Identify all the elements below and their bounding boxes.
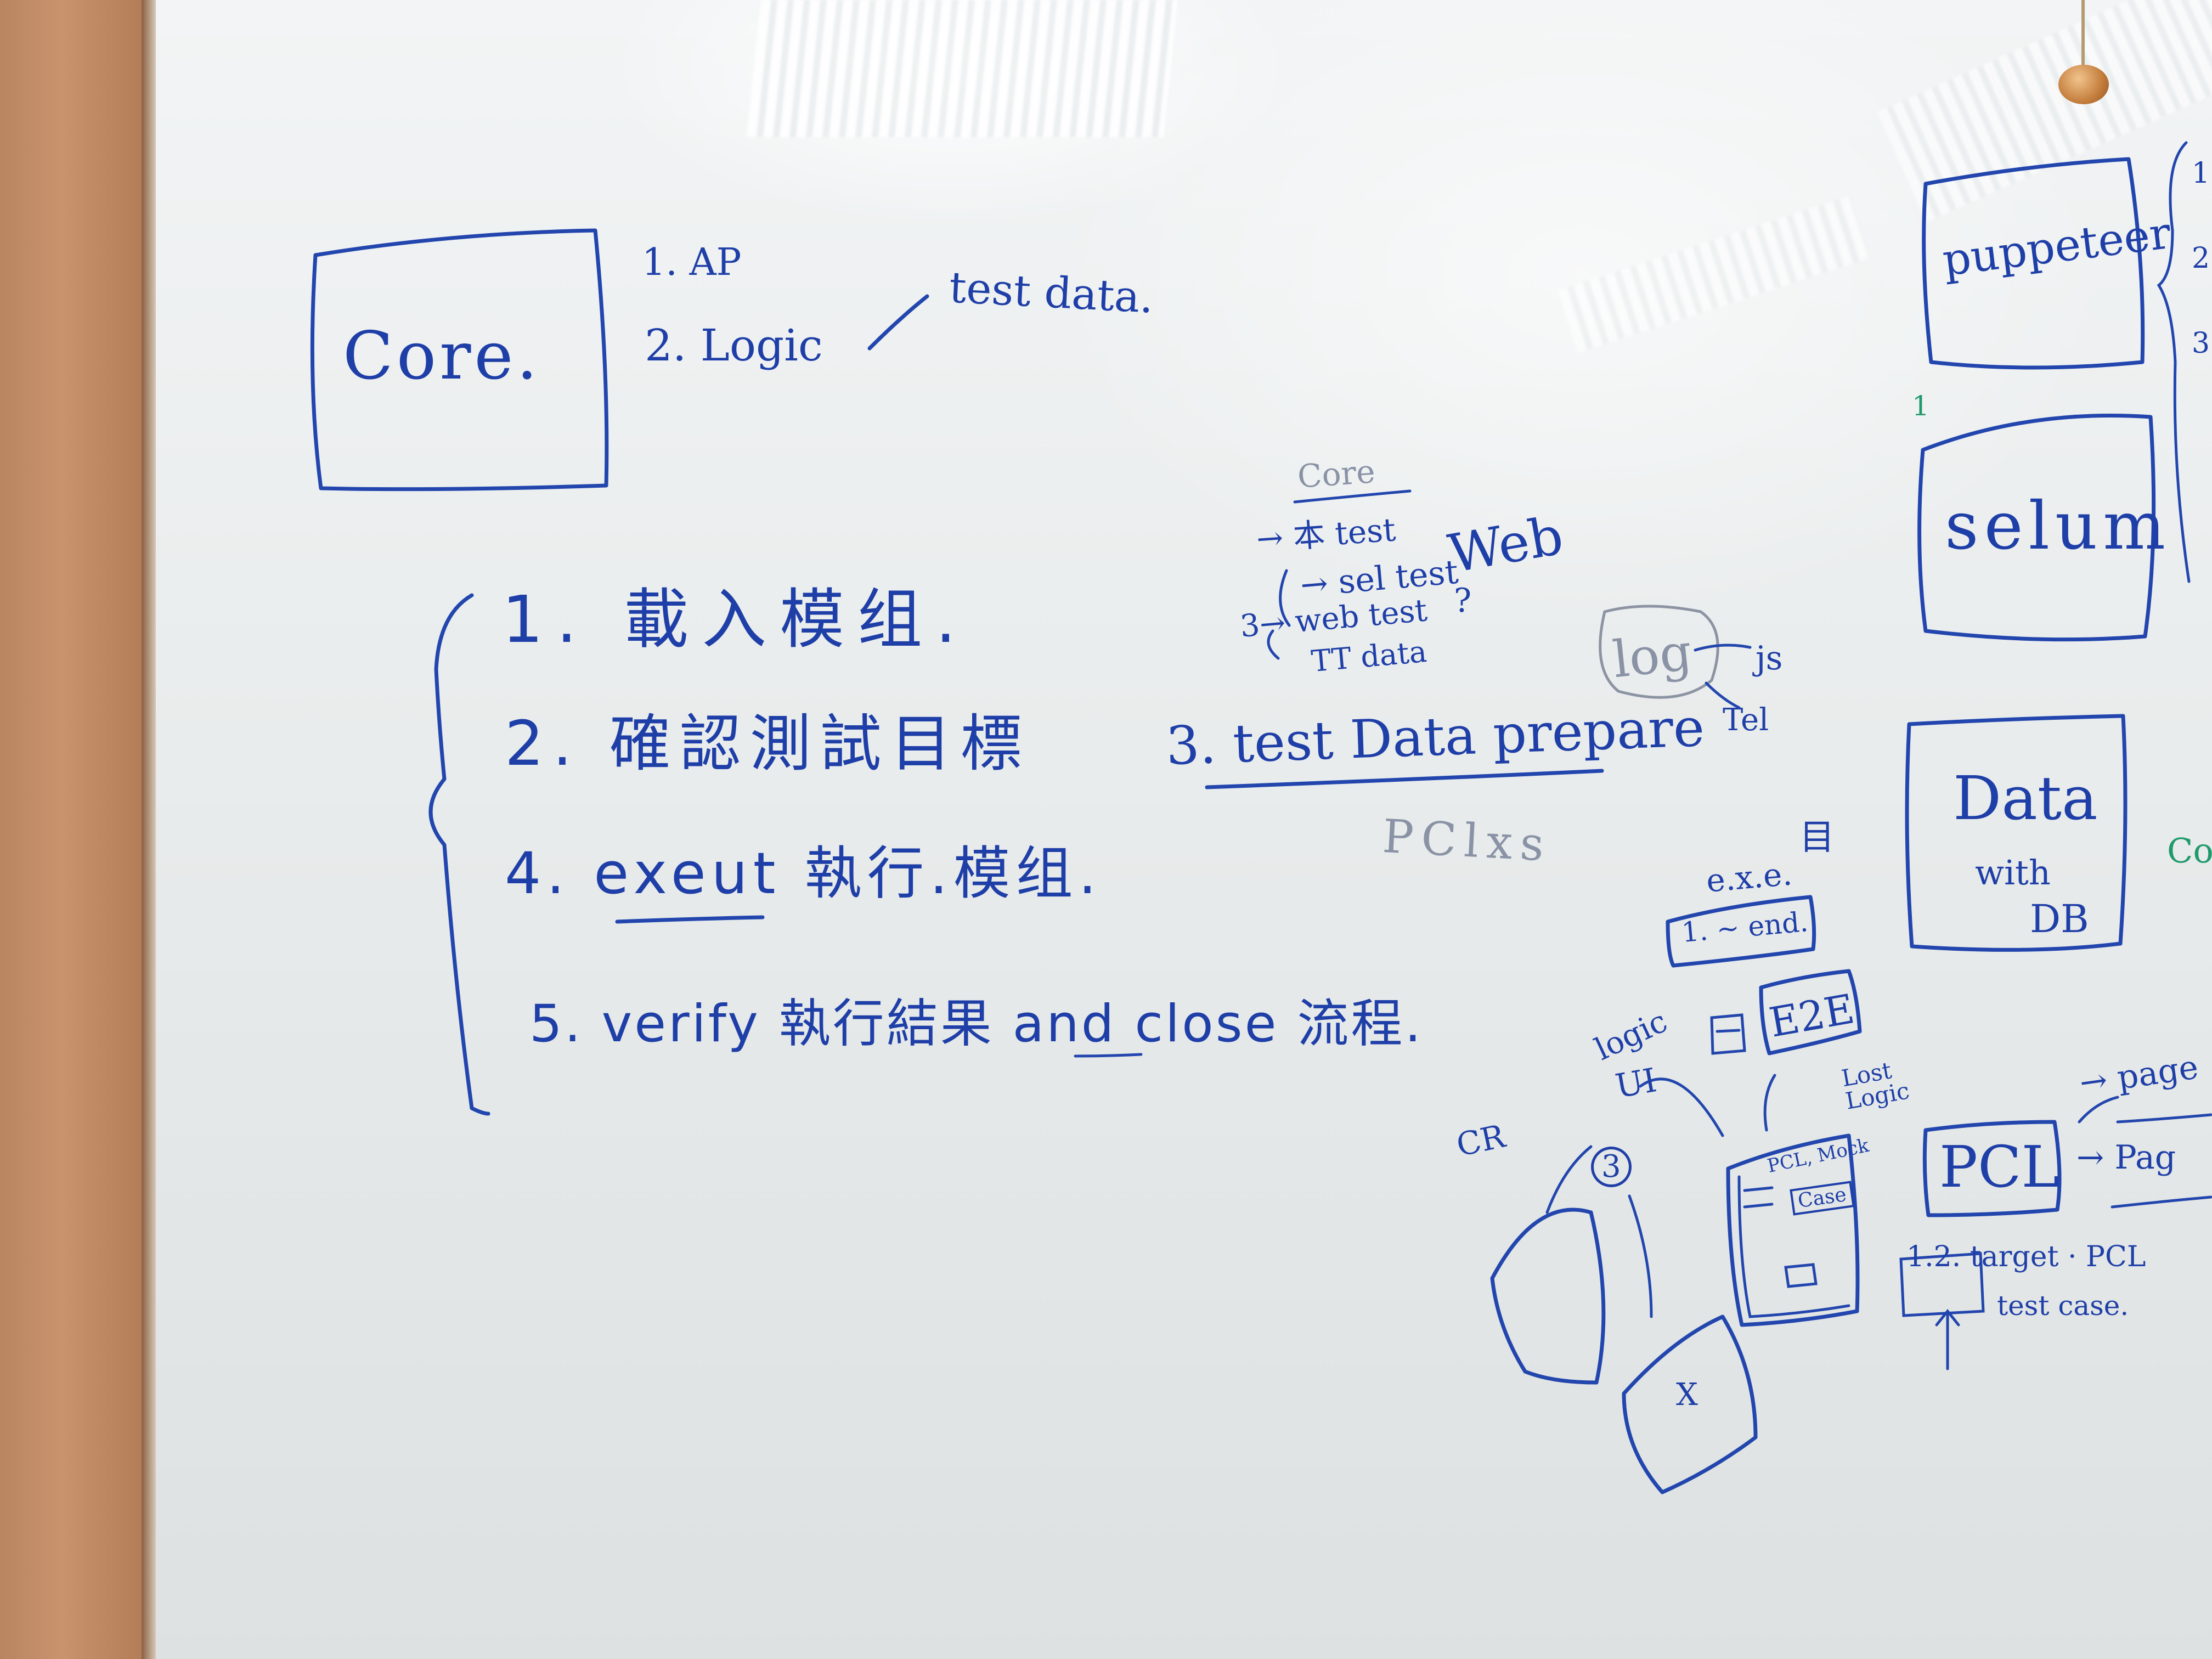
selum-box-outline [1917, 414, 2156, 642]
note-log-tel: Tel [1723, 702, 1769, 738]
steps-brace [428, 593, 490, 1116]
whiteboard [156, 0, 2212, 1659]
target-arrow-up [1935, 1308, 1960, 1370]
page-underline [2116, 1113, 2212, 1124]
core-box-outline [310, 228, 609, 492]
exeut-underline [615, 915, 765, 924]
core-title: Core. [343, 318, 541, 394]
e2e-box-outline [1759, 969, 1862, 1056]
core-branch-test-data: test data. [947, 263, 1155, 323]
target-note: 1.2. target · PCL [1906, 1240, 2146, 1273]
green-mark: 1 [1912, 390, 1929, 422]
e2e-arrow [1763, 1074, 1776, 1132]
pcl-frame-inner [1737, 1175, 1850, 1318]
target-box-outline [1899, 1252, 1985, 1317]
board-frame-edge [142, 0, 156, 1659]
box-selum: selum [1945, 488, 2171, 565]
ui-note: UI [1612, 1061, 1660, 1106]
x-square-outline [1622, 1314, 1758, 1494]
step3-circle: 3 [1591, 1147, 1632, 1187]
edge-digit-1: 1 [2192, 157, 2210, 190]
note-list-1: → 本 test [1255, 511, 1397, 558]
cr-note: CR [1453, 1117, 1509, 1164]
page-note-2: → Pag [2076, 1138, 2176, 1177]
magnet-string [2081, 0, 2085, 66]
edge-digit-3: 3 [2192, 327, 2210, 360]
core-item-ap: 1. AP [642, 241, 742, 284]
test-case-note: test case. [1997, 1290, 2129, 1322]
puppeteer-box-outline [1922, 157, 2145, 370]
pcl-arrow-up [2078, 1096, 2119, 1124]
x-mark: X [1676, 1377, 1698, 1413]
diamond-shape [1490, 1207, 1606, 1385]
note-pclxs: PClxs [1381, 809, 1553, 872]
edge-digit-2: 2 [2192, 242, 2210, 275]
box-data-title: Data [1953, 763, 2098, 833]
magnet [2058, 65, 2109, 104]
box-data-with: with [1975, 853, 2051, 893]
pcl-box-outline [1922, 1120, 2062, 1217]
note-log: log [1610, 622, 1695, 690]
exe-icon-char: 目 [1799, 817, 1835, 858]
step-5: 5. verify 執行結果 and close 流程. [529, 994, 1424, 1054]
core-item-logic: 2. Logic [645, 320, 823, 371]
exe-label: e.x.e. [1705, 855, 1794, 900]
step-4: 4. exeut 執行.模组. [505, 840, 1102, 907]
step3-arrow [1628, 1194, 1653, 1318]
pcl-frame-outline [1726, 1133, 1860, 1327]
lost-logic-note: Lost Logic [1839, 1057, 1911, 1115]
green-co: Co [2167, 831, 2212, 871]
log-bubble [1599, 605, 1719, 699]
pag-underline [2111, 1195, 2212, 1209]
logic-branch-line [867, 294, 929, 351]
note-question: ? [1454, 582, 1472, 620]
and-underline [1074, 1053, 1143, 1058]
step-1: 1. 載入模组. [502, 582, 969, 657]
board-frame [0, 0, 154, 1659]
side-list-bracket [1267, 569, 1291, 660]
note-core-small: Core [1296, 453, 1376, 495]
exe-box-outline [1666, 895, 1816, 968]
data-box-outline [1905, 714, 2128, 952]
right-column-brace [2157, 141, 2191, 583]
pcl-box-label: PCL [1939, 1133, 2059, 1200]
note-log-js: js [1756, 639, 1783, 678]
box-data-db: DB [2030, 896, 2089, 941]
step-2: 2. 確認測試目標 [505, 708, 1031, 780]
test-data-underline [1205, 769, 1604, 789]
log-arrows [1694, 644, 1752, 709]
icon-box-outline [1710, 1013, 1746, 1055]
cr-arrow [1545, 1145, 1593, 1214]
pcl-frame-detail [1743, 1186, 1818, 1288]
ui-arrow [1639, 1077, 1724, 1137]
core-small-underline [1293, 489, 1412, 504]
